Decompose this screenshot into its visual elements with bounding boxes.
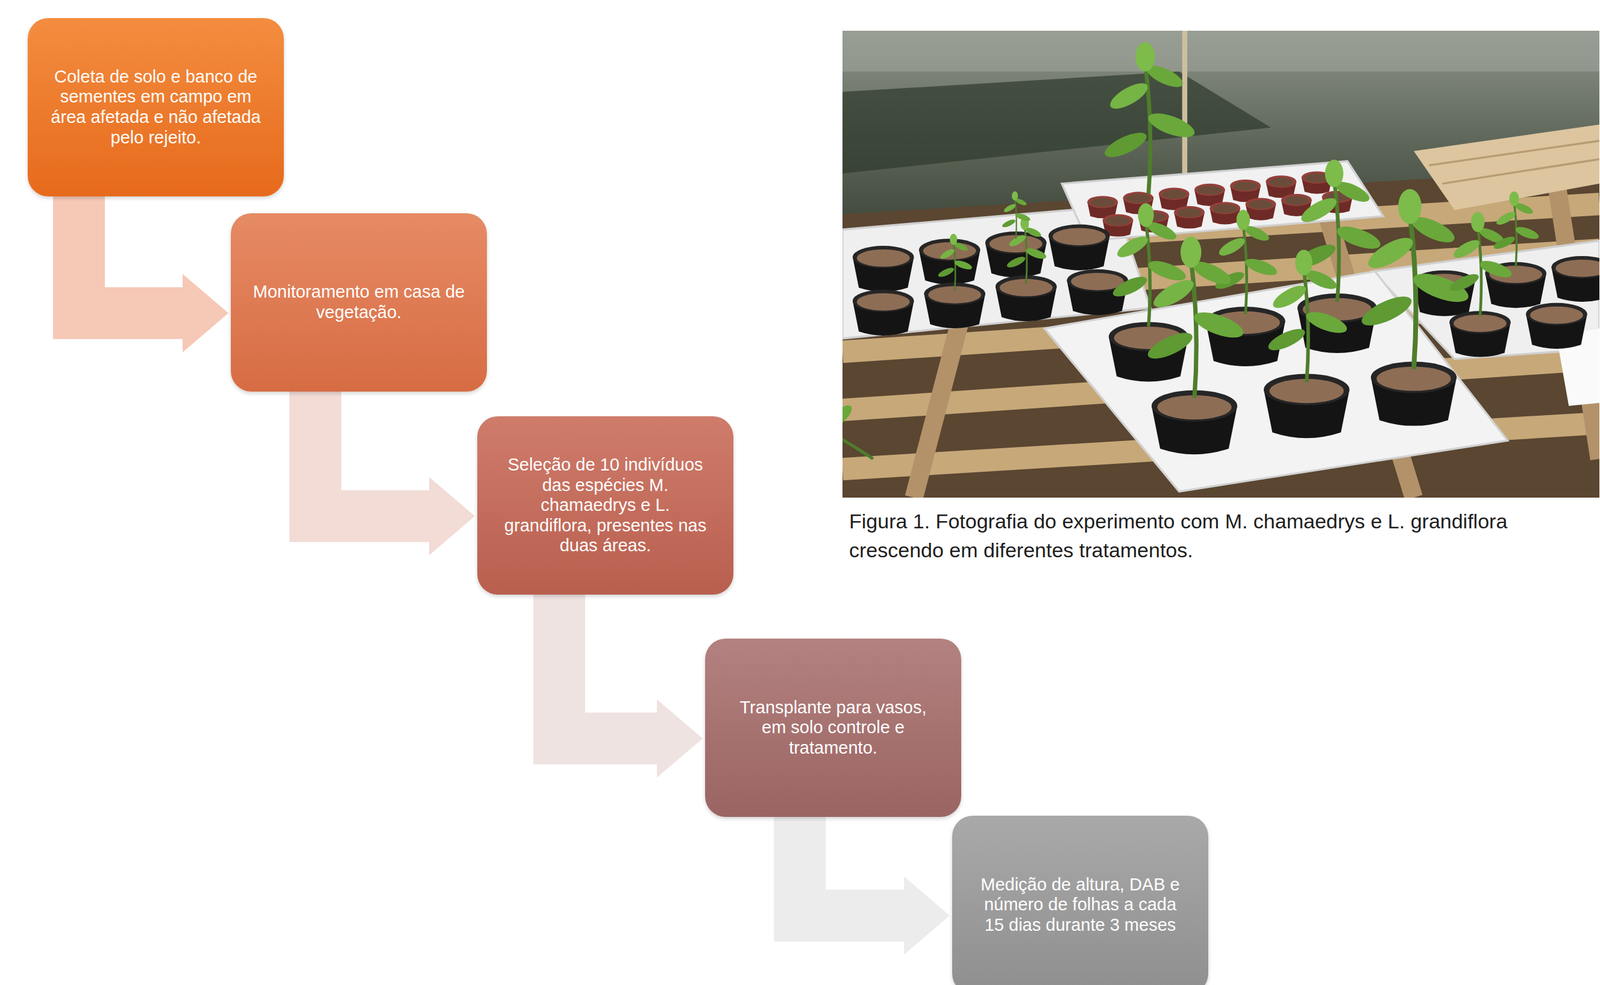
bent-arrow [559,594,703,779]
process-box: Transplante para vasos, em solo controle… [705,638,962,818]
process-box: Medição de altura, DAB e número de folha… [952,815,1209,985]
arrow-head [903,876,950,956]
arrow-stem [315,391,430,517]
process-box: Seleção de 10 indivíduos das espécies M.… [477,416,734,595]
arrow-stem [559,594,658,739]
step-text: Medição de altura, DAB e número de folha… [973,875,1187,936]
arrow-head [429,477,475,556]
bent-arrow [799,817,950,956]
process-box: Monitoramento em casa de vegetação. [230,213,487,392]
step-text: Coleta de solo e banco de sementes em ca… [49,66,263,149]
arrow-head [182,274,229,353]
step-text: Seleção de 10 indivíduos das espécies M.… [498,454,712,557]
process-box: Coleta de solo e banco de sementes em ca… [27,18,284,197]
step-text: Monitoramento em casa de vegetação. [252,282,466,323]
arrow-stem [78,196,184,314]
figure-caption: Figura 1. Fotografia do experimento com … [849,507,1585,565]
greenhouse-photo [842,30,1600,498]
step-text: Transplante para vasos, em solo controle… [726,697,940,759]
arrow-stem [799,817,905,917]
arrow-head [656,699,703,779]
bent-arrow [78,196,229,353]
bent-arrow [315,391,475,556]
